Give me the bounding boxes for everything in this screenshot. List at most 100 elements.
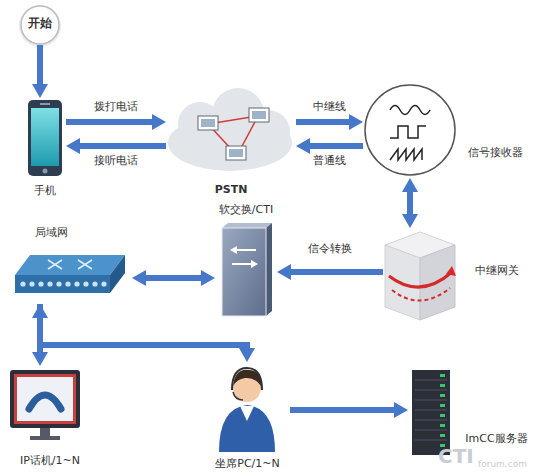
computer-screen — [229, 149, 243, 157]
diagram-node: 局域网 — [8, 224, 132, 304]
computer-icon — [198, 116, 218, 130]
diagram-node: IP话机/1~N — [5, 366, 95, 470]
diagram-node: 中继网关 — [383, 228, 535, 322]
flow-arrow — [132, 270, 215, 286]
arrow-head — [32, 84, 48, 98]
switch-top — [15, 255, 125, 275]
monitor-frame — [10, 370, 80, 428]
flow-arrow — [277, 264, 383, 280]
arrow-shaft — [308, 143, 363, 149]
arrow-shaft — [37, 45, 43, 86]
agent-headset — [232, 368, 262, 390]
arrow-head — [152, 114, 166, 130]
arrow-shaft — [407, 190, 413, 216]
diagram-node: 软交换/CTI — [215, 200, 277, 320]
arrow-shaft — [290, 407, 396, 413]
arrow-shaft — [296, 119, 351, 125]
node-label: 中继网关 — [459, 264, 535, 278]
arrow-head — [132, 270, 146, 286]
server-leds — [440, 374, 445, 447]
flow-arrow — [66, 138, 166, 154]
arrow-head — [201, 270, 215, 286]
flow-arrow — [296, 138, 363, 154]
monitor-base — [30, 436, 60, 440]
phone-button — [43, 169, 48, 174]
node-label: IP话机/1~N — [5, 454, 95, 468]
watermark: CTI — [438, 444, 474, 468]
computer-screen — [252, 111, 266, 119]
arrow-shaft — [66, 119, 154, 125]
switch-marks — [48, 260, 92, 269]
gateway-arrowhead — [446, 266, 456, 276]
gateway-arrow — [392, 288, 450, 301]
server-slots — [415, 380, 447, 440]
agent-collar — [240, 406, 254, 421]
arrow-shaft — [289, 269, 383, 275]
arrow-shaft — [40, 304, 247, 350]
phone-speaker — [40, 103, 50, 105]
server-rack — [412, 370, 450, 455]
receiver-circle — [365, 85, 455, 175]
arrow-head — [239, 348, 255, 362]
flow-arrow — [40, 304, 255, 362]
edge-label: 信令转换 — [308, 242, 352, 256]
node-label: 局域网 — [8, 226, 94, 240]
arrow-head — [402, 214, 418, 228]
cti-top — [222, 223, 272, 228]
start-circle — [21, 6, 59, 44]
arrow-head — [66, 138, 80, 154]
pstn-cloud — [168, 88, 292, 171]
arrow-shaft — [78, 143, 166, 149]
flow-arrow — [66, 114, 166, 130]
flow-arrow — [290, 402, 408, 418]
cti-arrow — [234, 249, 256, 251]
diagram-node: 坐席PC/1~N — [205, 362, 290, 472]
start-shadow — [19, 5, 61, 47]
computer-icon — [226, 146, 246, 160]
arrow-head — [296, 138, 310, 154]
flow-arrow — [402, 178, 418, 228]
flow-arrow — [32, 45, 48, 98]
computer-icon — [249, 108, 269, 122]
arrow-head — [394, 402, 408, 418]
arrow-head — [349, 114, 363, 130]
computer-screen — [201, 119, 215, 127]
diagram-node: 手机 — [24, 98, 66, 202]
diagram-node: 信号接收器 — [363, 84, 535, 178]
cti-arrow — [232, 263, 254, 265]
cti-front — [222, 228, 266, 316]
edge-label: 拨打电话 — [94, 100, 138, 114]
phone-body — [28, 100, 62, 176]
square-wave — [390, 126, 426, 138]
node-label: 软交换/CTI — [215, 203, 277, 217]
cti-side — [266, 223, 272, 316]
cti-arrowhead — [230, 246, 237, 254]
agent-mic — [233, 392, 243, 400]
node-label: 坐席PC/1~N — [205, 457, 290, 471]
node-label: ImCC服务器 — [458, 432, 535, 446]
sawtooth-wave — [390, 149, 422, 160]
switch-front — [15, 275, 110, 293]
monitor-border — [14, 374, 76, 424]
monitor-stand — [40, 428, 50, 436]
node-label: 信号接收器 — [455, 146, 535, 160]
edge-label: 中继线 — [313, 100, 346, 114]
node-label: 手机 — [24, 184, 66, 198]
agent-body — [219, 405, 275, 452]
switch-ports — [20, 281, 106, 286]
handset-icon — [29, 395, 61, 409]
node-label: PSTN — [166, 183, 296, 197]
edge-label: 接听电话 — [94, 154, 138, 168]
node-label: 开始 — [20, 16, 60, 30]
watermark: forum.com — [478, 459, 527, 469]
arrow-head — [277, 264, 291, 280]
edge-label: 普通线 — [313, 154, 346, 168]
switch-side — [110, 255, 125, 293]
cti-arrowhead — [251, 260, 258, 268]
arrow-shaft — [144, 275, 203, 281]
gateway-arrow — [389, 272, 452, 287]
sine-wave — [390, 106, 430, 115]
